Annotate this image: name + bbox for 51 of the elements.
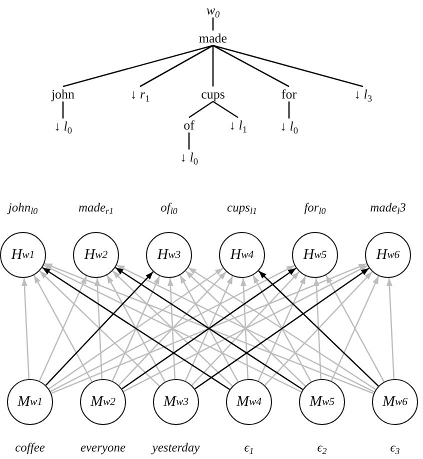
word-label: for [280, 86, 298, 102]
arrow [38, 276, 88, 382]
line [212, 44, 364, 88]
line [62, 102, 64, 118]
word-label: ↓ l$_{3}$ [352, 86, 374, 102]
line [212, 46, 214, 86]
line [188, 100, 214, 118]
line [212, 18, 214, 30]
arrow [258, 276, 306, 382]
arrow [106, 274, 166, 382]
arrow [252, 274, 312, 382]
arrow [21, 278, 30, 380]
arrow [94, 278, 103, 380]
line [188, 132, 190, 150]
arrow [313, 278, 322, 380]
word-label: made [198, 30, 228, 46]
node-caption: ϵ$_{3}$ [390, 440, 400, 456]
word-label: ↓ l$_{0}$ [178, 150, 200, 164]
node-caption: of$_{l0}$ [160, 200, 178, 216]
word-label: ↓ l$_{0}$ [278, 118, 300, 134]
arrow [325, 274, 385, 382]
line [140, 44, 214, 88]
word-label: w$_{0}$ [205, 2, 221, 18]
node-caption: ϵ$_{1}$ [244, 440, 254, 456]
word-label: ↓ l$_{0}$ [52, 118, 74, 134]
node-caption: everyone [80, 440, 126, 456]
arrow [112, 276, 160, 382]
node-caption: john$_{l0}$ [8, 200, 38, 216]
arrow [330, 276, 380, 382]
node-caption: cups$_{l1}$ [227, 200, 257, 216]
node-caption: made$_{l}$3 [370, 200, 406, 216]
node-caption: for$_{l0}$ [304, 200, 326, 216]
arrow [386, 278, 395, 380]
node-caption: ϵ$_{2}$ [317, 440, 327, 456]
arrow [33, 274, 93, 382]
arrow [240, 278, 249, 380]
line [62, 44, 214, 88]
word-label: of [182, 118, 196, 132]
word-label: ↓ l$_{1}$ [228, 118, 248, 132]
arrow [167, 278, 176, 380]
arrow [184, 276, 234, 382]
word-label: cups [200, 86, 226, 102]
node-caption: made$_{r1}$ [78, 200, 114, 216]
word-label: john [50, 86, 76, 102]
word-label: ↓ r$_{1}$ [129, 86, 151, 102]
line [288, 102, 290, 118]
node-caption: yesterday [152, 440, 200, 456]
line [212, 44, 290, 88]
arrow [179, 274, 239, 382]
node-caption: coffee [15, 440, 45, 456]
line [212, 100, 238, 118]
